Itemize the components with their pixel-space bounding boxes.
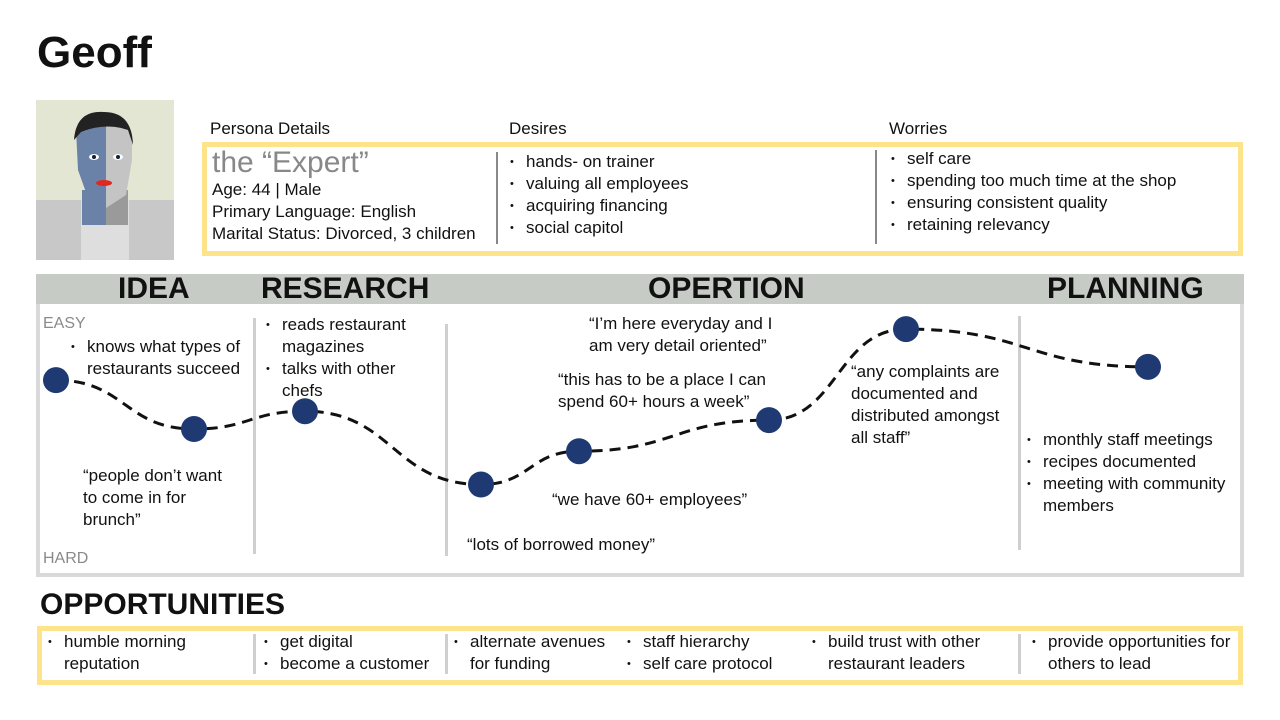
opportunity-item: self care protocol — [625, 653, 805, 675]
journey-point — [468, 471, 494, 498]
persona-marital: Marital Status: Divorced, 3 children — [212, 224, 476, 243]
worries-list: self care spending too much time at the … — [889, 148, 1176, 236]
opportunity-group: provide opportunities for others to lead — [1030, 631, 1245, 675]
note: talks with other chefs — [264, 358, 439, 402]
note: knows what types of restaurants succeed — [69, 336, 254, 380]
worry-item: self care — [889, 148, 1176, 170]
divider — [1018, 316, 1021, 550]
note: meeting with community members — [1025, 473, 1240, 517]
divider — [253, 634, 256, 674]
journey-point — [43, 367, 69, 394]
stage-idea: IDEA — [118, 272, 190, 305]
persona-archetype: the “Expert” — [212, 146, 369, 179]
research-notes: reads restaurant magazines talks with ot… — [264, 314, 439, 402]
desire-item: acquiring financing — [508, 195, 689, 217]
desire-item: valuing all employees — [508, 173, 689, 195]
persona-avatar — [36, 100, 174, 260]
desire-item: social capitol — [508, 217, 689, 239]
persona-name: Geoff — [37, 28, 152, 77]
opportunity-item: provide opportunities for others to lead — [1030, 631, 1245, 675]
easy-label: EASY — [43, 315, 86, 332]
opportunity-item: staff hierarchy — [625, 631, 805, 653]
operation-quote: “lots of borrowed money” — [467, 535, 656, 554]
stage-planning: PLANNING — [1047, 272, 1204, 305]
stage-operation: OPERTION — [648, 272, 805, 305]
journey-point — [566, 438, 592, 465]
journey-point — [756, 407, 782, 434]
stage-header-bar — [36, 274, 1244, 304]
operation-quote: “this has to be a place I can spend 60+ … — [558, 370, 766, 411]
divider — [875, 150, 877, 244]
worries-label: Worries — [889, 119, 948, 138]
note: monthly staff meetings — [1025, 429, 1240, 451]
persona-age: Age: 44 | Male — [212, 180, 322, 199]
planning-notes: monthly staff meetings recipes documente… — [1025, 429, 1240, 517]
persona-info: Age: 44 | Male Primary Language: English… — [212, 179, 476, 245]
opportunity-item: become a customer — [262, 653, 447, 675]
operation-quote: “I’m here everyday and I am very detail … — [589, 314, 773, 355]
note: recipes documented — [1025, 451, 1240, 473]
desires-label: Desires — [509, 119, 567, 138]
opportunities-title: OPPORTUNITIES — [40, 588, 286, 621]
hard-label: HARD — [43, 550, 89, 567]
journey-area — [36, 304, 1244, 577]
opportunity-group: humble morning reputation — [46, 631, 246, 675]
journey-point — [893, 316, 919, 343]
opportunity-item: alternate avenues for funding — [452, 631, 617, 675]
opportunity-group: get digitalbecome a customer — [262, 631, 447, 675]
opportunity-item: humble morning reputation — [46, 631, 246, 675]
persona-language: Primary Language: English — [212, 202, 417, 221]
opportunity-group: build trust with other restaurant leader… — [810, 631, 1010, 675]
opportunity-item: get digital — [262, 631, 447, 653]
persona-box — [202, 142, 1243, 256]
journey-point — [181, 416, 207, 442]
worry-item: retaining relevancy — [889, 214, 1176, 236]
worry-item: spending too much time at the shop — [889, 170, 1176, 192]
divider — [496, 152, 498, 244]
note: reads restaurant magazines — [264, 314, 439, 358]
worry-item: ensuring consistent quality — [889, 192, 1176, 214]
divider — [445, 324, 448, 556]
opportunity-group: staff hierarchyself care protocol — [625, 631, 805, 675]
desires-list: hands- on trainer valuing all employees … — [508, 151, 689, 239]
divider — [253, 318, 256, 554]
journey-point — [1135, 353, 1161, 380]
desire-item: hands- on trainer — [508, 151, 689, 173]
opportunity-item: build trust with other restaurant leader… — [810, 631, 1010, 675]
journey-point — [292, 398, 318, 425]
idea-notes: knows what types of restaurants succeed — [69, 336, 254, 380]
divider — [1018, 634, 1021, 674]
opportunity-group: alternate avenues for funding — [452, 631, 617, 675]
idea-quote: “people don’t want to come in for brunch… — [83, 466, 222, 529]
operation-quote: “we have 60+ employees” — [552, 490, 748, 509]
stage-research: RESEARCH — [261, 272, 430, 305]
persona-details-label: Persona Details — [210, 119, 331, 138]
operation-quote: “any complaints are documented and distr… — [851, 362, 1000, 447]
